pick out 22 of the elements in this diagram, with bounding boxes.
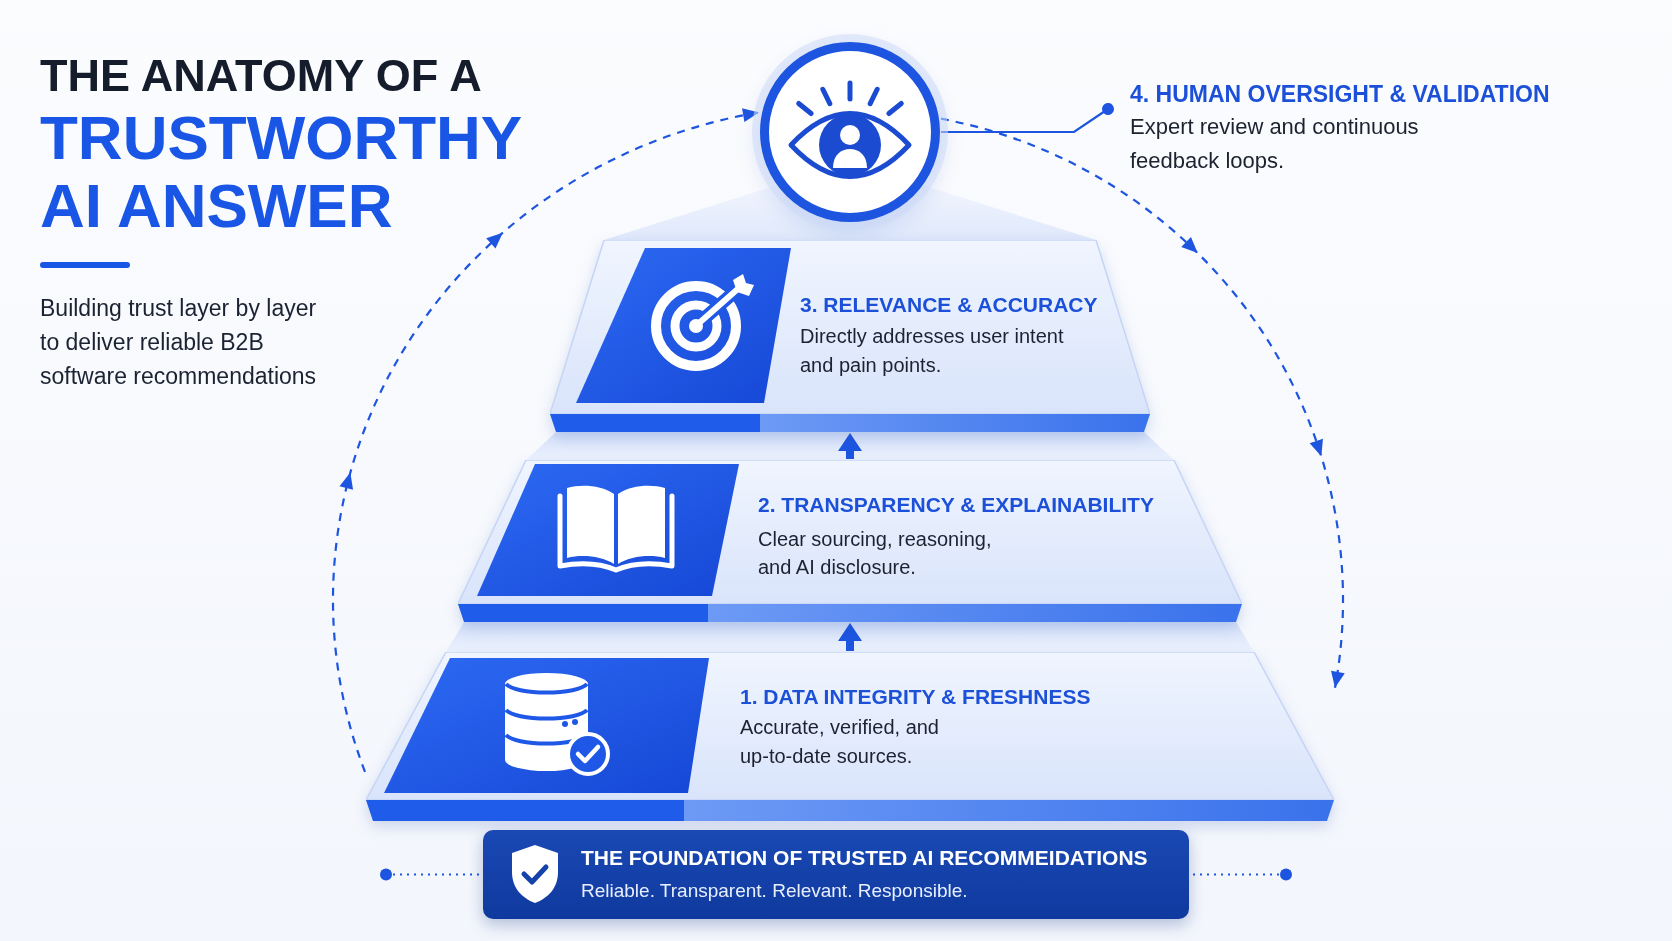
- icon-circle: [760, 42, 940, 222]
- subtitle: Building trust layer by layer to deliver reliable B2B software recommendations: [40, 294, 318, 391]
- tier-heading: 1. DATA INTEGRITY & FRESHNESS: [740, 684, 1091, 710]
- tier-description: Directly addresses user intent and pain points.: [800, 324, 1065, 378]
- arrow: [838, 433, 862, 459]
- pyramid-tier: [550, 240, 1150, 432]
- foundation-banner: [483, 830, 1189, 919]
- cycle-arrow: [940, 117, 1345, 688]
- callout-text: Expert review and continuous feedback loops.: [1130, 113, 1420, 175]
- arrow: [838, 623, 862, 651]
- banner-heading: THE FOUNDATION OF TRUSTED AI RECOMMEIDATIONS: [581, 845, 1148, 871]
- tier-heading: 2. TRANSPARENCY & EXPLAINABILITY: [758, 492, 1154, 518]
- pyramid-tier: [366, 652, 1334, 821]
- tier-description: Accurate, verified, and up-to-date sources.: [740, 715, 940, 769]
- callout-heading: 4. HUMAN OVERSIGHT & VALIDATION: [1130, 80, 1550, 108]
- tier-heading: 3. RELEVANCE & ACCURACY: [800, 292, 1098, 318]
- cycle-arrow: [331, 108, 760, 773]
- title: THE ANATOMY OF A TRUSTWORTHY AI ANSWER: [40, 49, 523, 240]
- leader-line: [941, 103, 1114, 134]
- tier-description: Clear sourcing, reasoning, and AI disclosure.: [758, 527, 993, 580]
- pyramid-tier: [458, 460, 1242, 622]
- banner-text: Reliable. Transparent. Relevant. Responsible.: [581, 879, 968, 903]
